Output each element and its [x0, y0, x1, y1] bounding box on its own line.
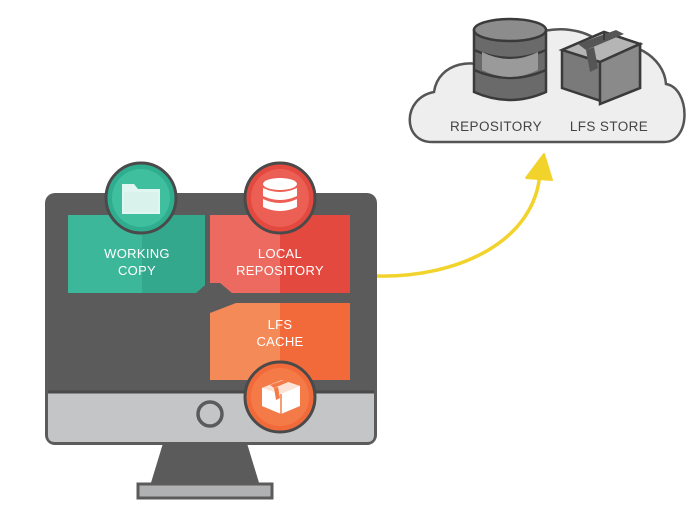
cloud-box-icon [558, 30, 644, 106]
lfs-cache-label-line2: CACHE [256, 334, 303, 349]
monitor: WORKING COPY LOCAL REPOSITORY LFS CACHE [45, 161, 377, 500]
database-icon-badge [243, 161, 317, 235]
local-repository-label-line2: REPOSITORY [236, 263, 324, 278]
folder-icon-badge [104, 161, 178, 235]
cloud: REPOSITORY LFS STORE [408, 17, 686, 144]
local-repository-panel: LOCAL REPOSITORY [210, 215, 350, 293]
push-arrow [374, 153, 553, 278]
database-icon [263, 178, 297, 211]
local-repository-label-line1: LOCAL [258, 246, 302, 261]
monitor-power-button [196, 400, 224, 428]
package-icon [262, 378, 300, 414]
working-copy-label-line2: COPY [118, 263, 156, 278]
lfs-cache-label-line1: LFS [268, 317, 293, 332]
lfs-cache-panel: LFS CACHE [210, 303, 350, 380]
monitor-stand [150, 440, 260, 486]
monitor-foot [136, 482, 274, 500]
package-icon-badge [243, 360, 317, 434]
cloud-database-icon [472, 17, 548, 102]
cloud-lfs-store-label: LFS STORE [570, 119, 648, 134]
folder-icon [122, 184, 160, 214]
working-copy-panel: WORKING COPY [68, 215, 205, 293]
cloud-repository-label: REPOSITORY [450, 119, 542, 134]
working-copy-label-line1: WORKING [104, 246, 170, 261]
